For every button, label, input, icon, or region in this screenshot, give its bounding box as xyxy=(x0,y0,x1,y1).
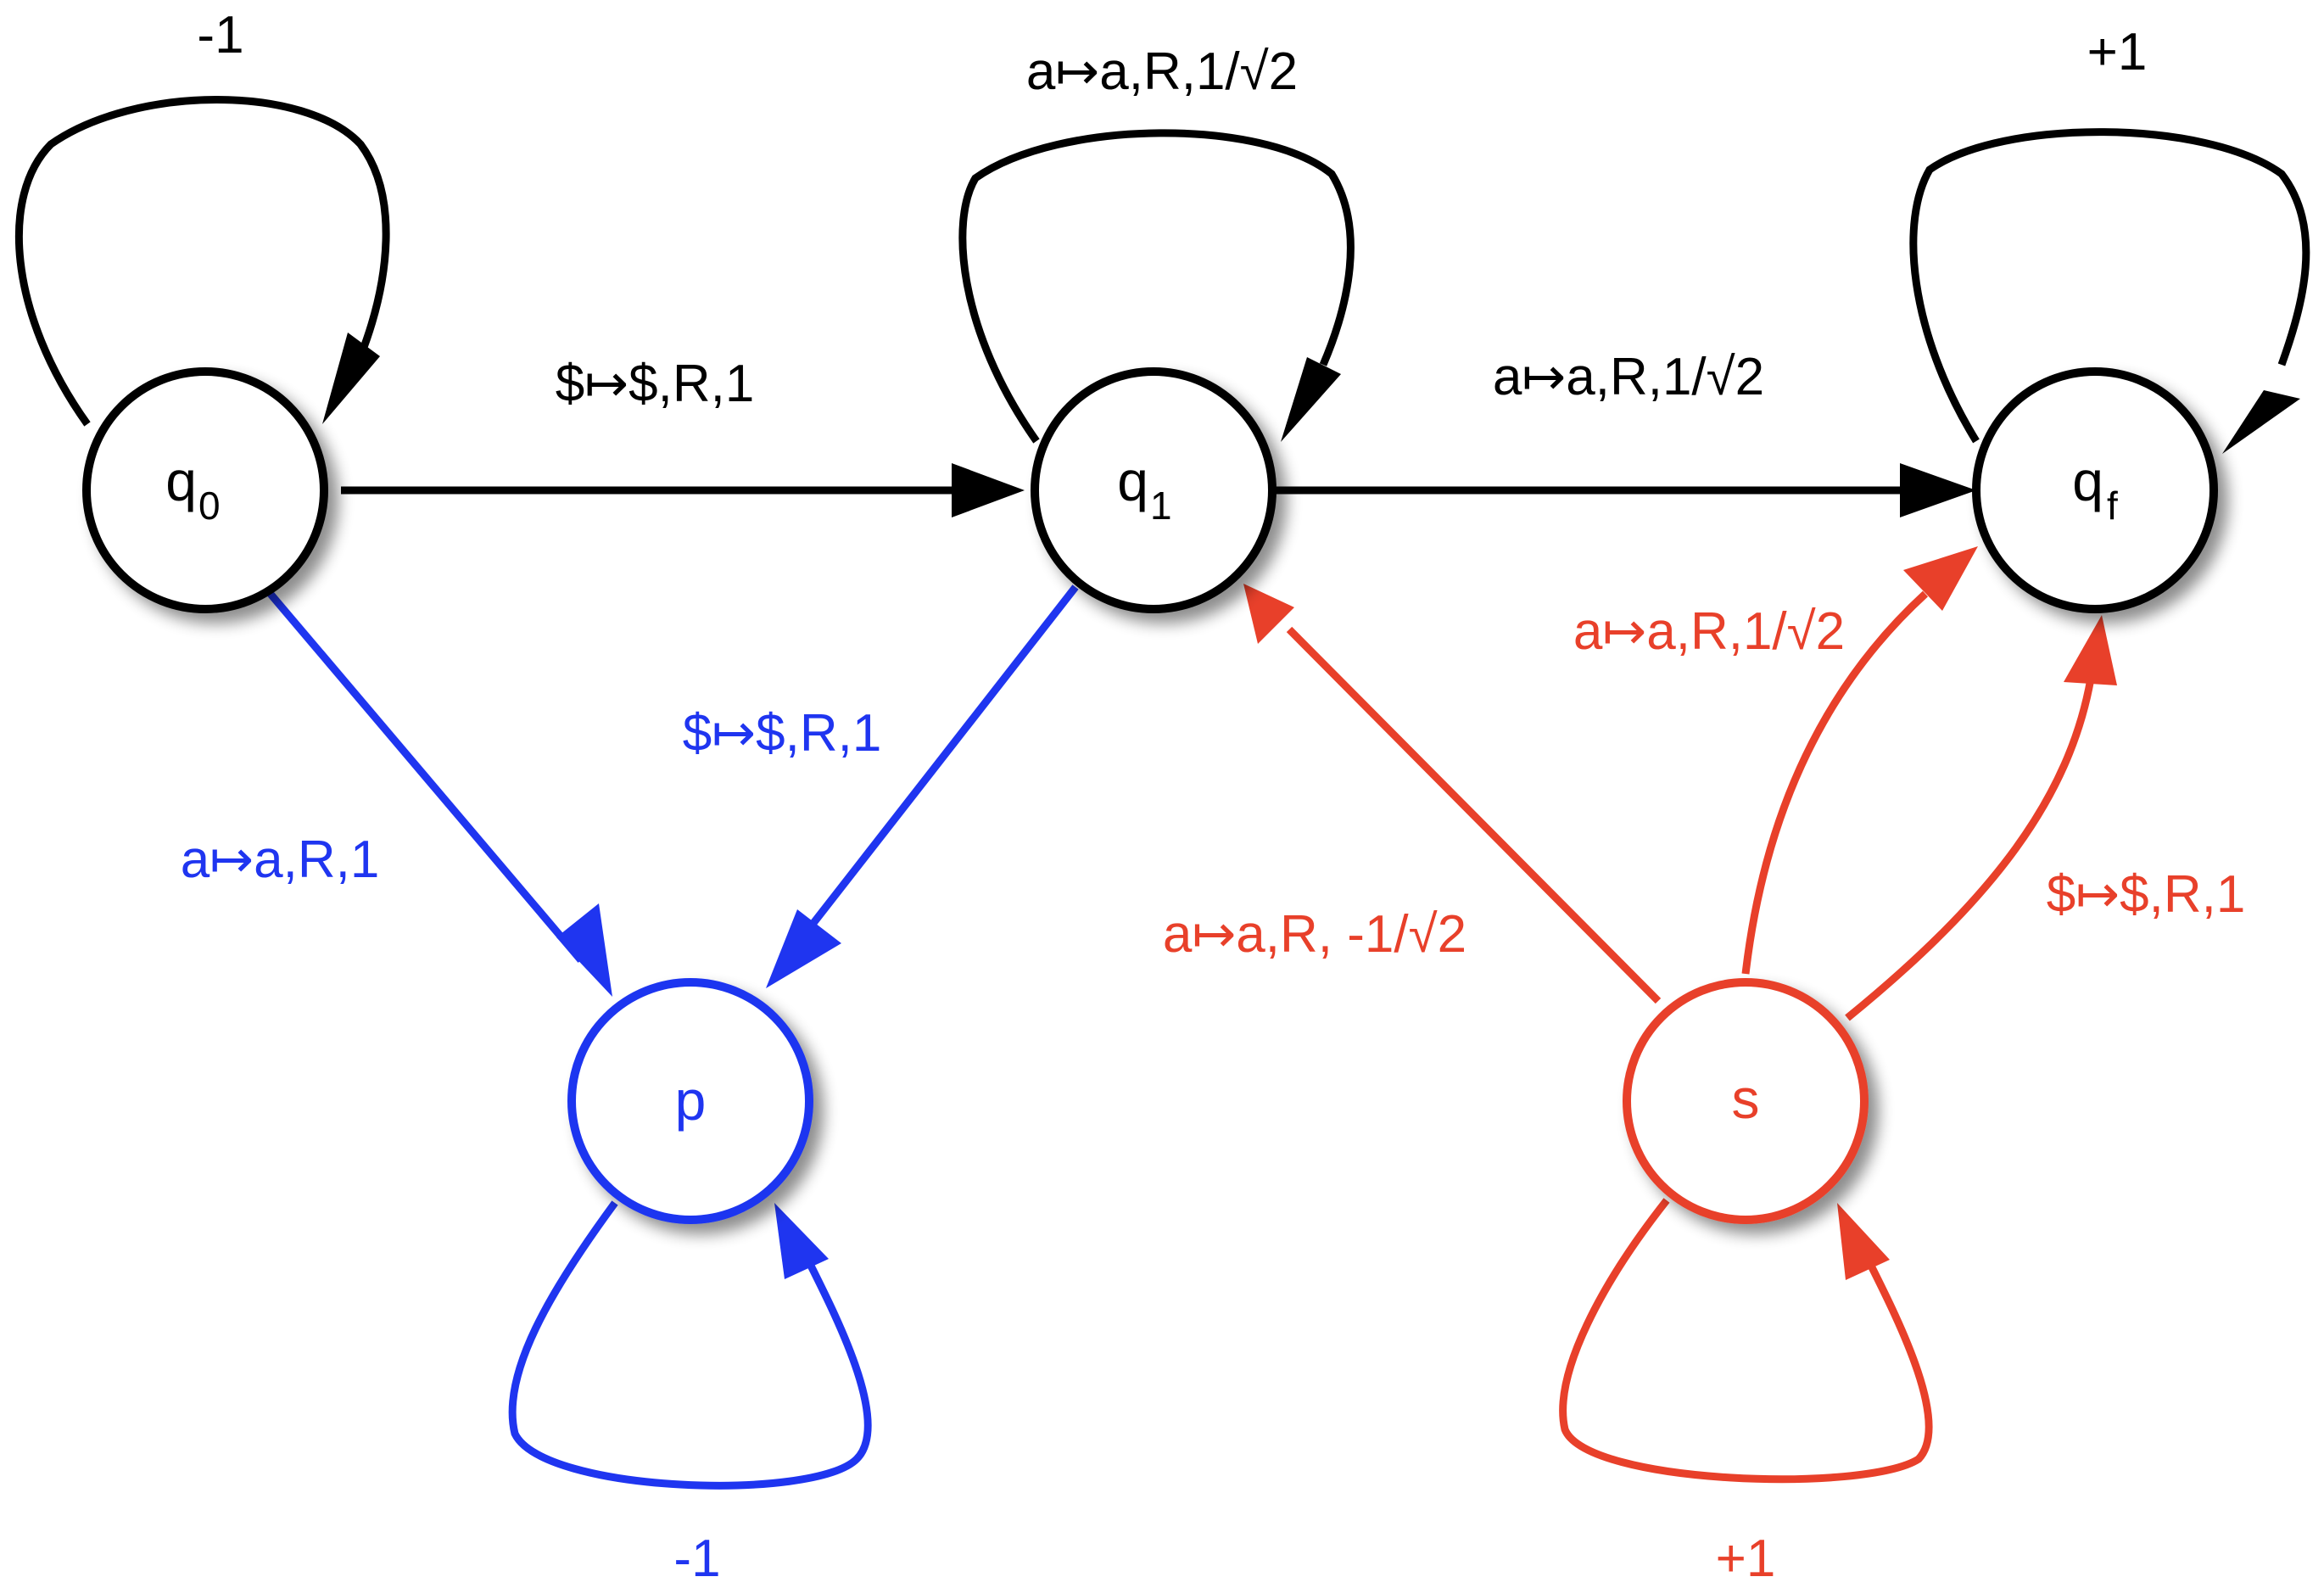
q1-loop-arrowhead xyxy=(1281,357,1341,442)
q0-loop-edge xyxy=(14,96,390,427)
edge-q1-p-arrowhead xyxy=(766,909,841,988)
node-s-label: s xyxy=(1732,1067,1760,1130)
node-qf: q f xyxy=(1972,367,2218,613)
label-edge-s-qf-dollar: $↦$,R,1 xyxy=(2047,865,2246,924)
edge-q0-q1-arrowhead xyxy=(952,463,1025,517)
edge-s-q1 xyxy=(1286,626,1662,1004)
label-edge-s-qf-a: a↦a,R,1/√2 xyxy=(1573,602,1845,661)
q0-loop-arrowhead xyxy=(322,333,380,424)
label-edge-q0-p: a↦a,R,1 xyxy=(181,830,380,889)
node-s: s xyxy=(1623,978,1869,1224)
edge-q1-p xyxy=(796,584,1079,944)
edge-s-qf-a-arrowhead xyxy=(1903,546,1978,611)
label-q1-loop: a↦a,R,1/√2 xyxy=(1026,42,1298,101)
edge-s-qf-a xyxy=(1741,590,1929,975)
node-qf-label: q xyxy=(2072,450,2103,512)
node-p-circle xyxy=(567,978,813,1224)
edge-q1-qf-arrowhead xyxy=(1900,463,1976,517)
label-p-loop: -1 xyxy=(673,1529,720,1588)
node-qf-circle xyxy=(1972,367,2218,613)
node-q1: q 1 xyxy=(1031,367,1277,613)
q1-loop-edge xyxy=(958,129,1355,444)
label-q0-loop: -1 xyxy=(197,6,243,64)
node-q1-label: q xyxy=(1117,450,1148,512)
label-edge-s-q1: a↦a,R, -1/√2 xyxy=(1163,905,1466,964)
p-loop-edge xyxy=(508,1200,872,1490)
node-q0-circle xyxy=(82,367,328,613)
node-q0-label: q xyxy=(165,450,197,512)
s-loop-arrowhead xyxy=(1837,1203,1890,1280)
label-edge-q1-qf: a↦a,R,1/√2 xyxy=(1493,348,1764,406)
edge-q0-p-arrowhead xyxy=(556,903,612,997)
label-edge-q1-p: $↦$,R,1 xyxy=(683,704,882,763)
node-qf-subscript: f xyxy=(2107,484,2118,528)
node-q0: q 0 xyxy=(82,367,328,613)
node-q0-subscript: 0 xyxy=(198,484,221,528)
edge-s-qf-dollar-arrowhead xyxy=(2064,615,2117,685)
p-loop-arrowhead xyxy=(774,1203,829,1279)
edge-s-qf-dollar xyxy=(1845,678,2095,1021)
edge-s-q1-arrowhead xyxy=(1243,584,1294,644)
s-loop-edge xyxy=(1559,1198,1933,1484)
node-p-label: p xyxy=(675,1069,707,1132)
edge-q0-p xyxy=(261,584,584,963)
label-edge-q0-q1: $↦$,R,1 xyxy=(556,355,755,413)
qf-loop-arrowhead xyxy=(2222,390,2300,454)
node-q1-subscript: 1 xyxy=(1150,484,1172,528)
node-p: p xyxy=(567,978,813,1224)
qf-loop-edge xyxy=(1909,128,2310,444)
node-s-circle xyxy=(1623,978,1869,1224)
label-s-loop: +1 xyxy=(1716,1529,1776,1588)
label-qf-loop: +1 xyxy=(2087,23,2148,81)
node-q1-circle xyxy=(1031,367,1277,613)
